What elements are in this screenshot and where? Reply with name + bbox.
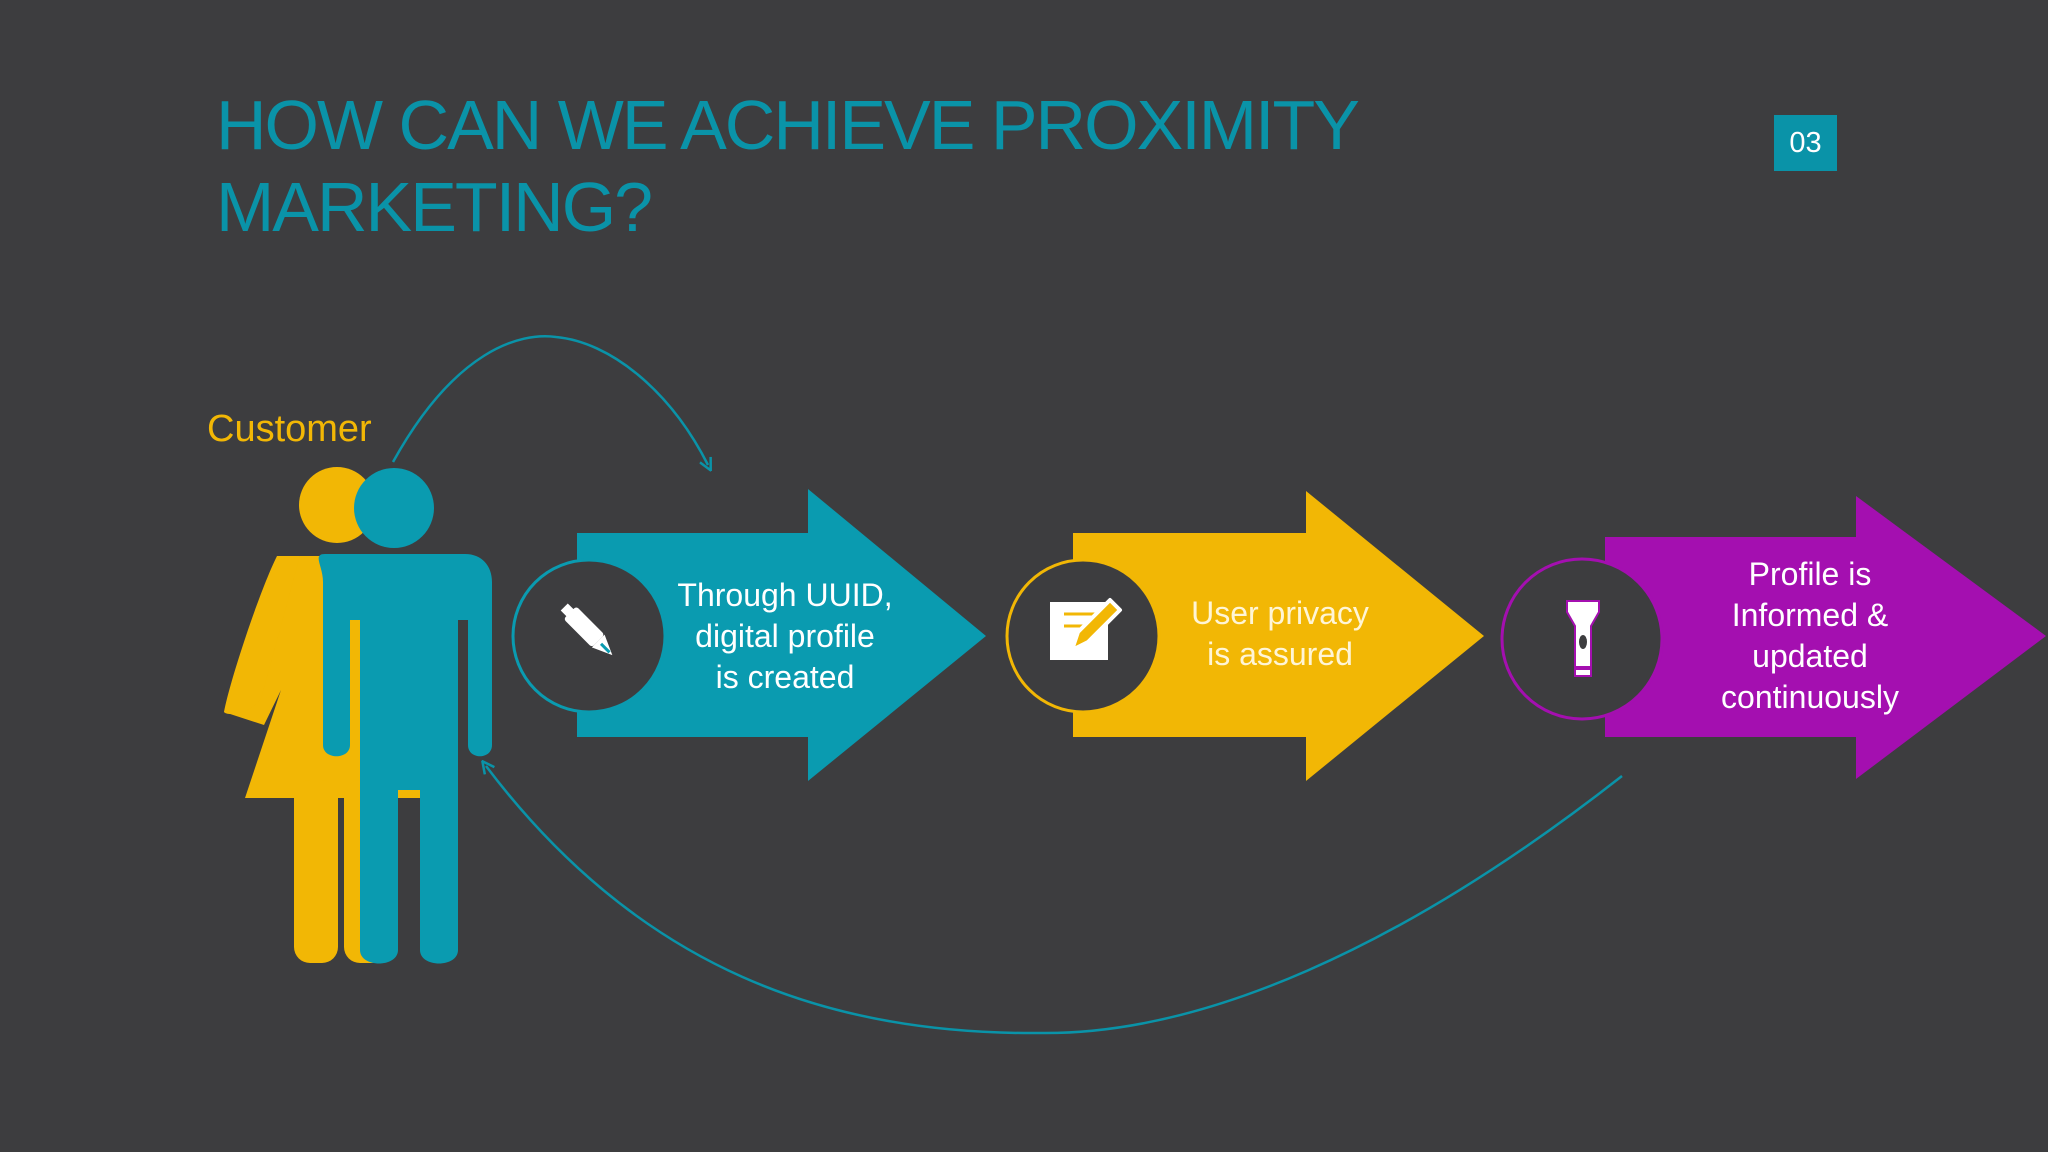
step-1-text: Through UUID, digital profile is created bbox=[640, 554, 930, 718]
customer-label: Customer bbox=[207, 408, 372, 450]
top-connector-arc bbox=[391, 335, 708, 465]
pen-icon bbox=[560, 603, 613, 656]
step-3-line-2: Informed & bbox=[1731, 597, 1889, 633]
slide-title: HOW CAN WE ACHIEVE PROXIMITY MARKETING? bbox=[216, 84, 1516, 248]
page-number-badge: 03 bbox=[1774, 115, 1837, 171]
step-3-line-4: continuously bbox=[1721, 679, 1899, 715]
edit-note-icon bbox=[1050, 598, 1122, 660]
bottom-return-arc bbox=[486, 766, 1623, 1035]
step-1-line-2: digital profile bbox=[695, 617, 875, 654]
step-1-arrow bbox=[511, 489, 986, 781]
step-2-line-1: User privacy bbox=[1191, 595, 1369, 631]
slide-title-line-1: HOW CAN WE ACHIEVE PROXIMITY bbox=[216, 86, 1360, 164]
step-1-line-3: is created bbox=[715, 658, 855, 695]
slide-title-line-2: MARKETING? bbox=[216, 168, 653, 246]
flashlight-icon bbox=[1566, 600, 1600, 677]
step-3-line-3: updated bbox=[1752, 638, 1868, 674]
step-3-line-1: Profile is bbox=[1748, 556, 1872, 592]
step-1-line-1: Through UUID, bbox=[677, 576, 893, 613]
step-3-text: Profile is Informed & updated continuous… bbox=[1660, 554, 1960, 718]
step-2-text: User privacy is assured bbox=[1150, 572, 1410, 696]
customer-male-figure bbox=[318, 468, 492, 964]
step-2-line-2: is assured bbox=[1207, 636, 1353, 672]
